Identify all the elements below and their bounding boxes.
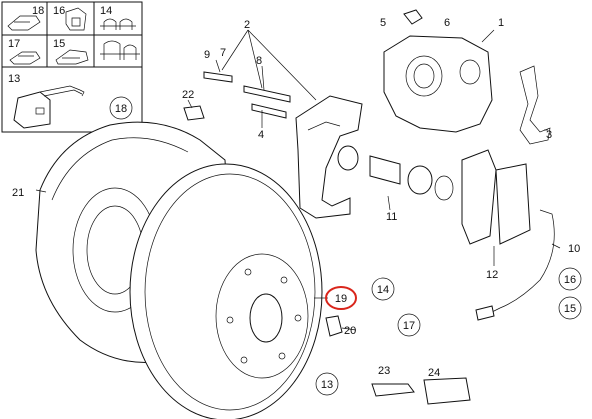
bolt-4-drawing (251, 103, 287, 119)
svg-text:15: 15 (564, 303, 576, 315)
clip-15-drawing (55, 49, 89, 65)
label-2: 2 (244, 19, 250, 31)
label-22: 22 (182, 89, 194, 101)
clip-17-drawing (9, 51, 41, 65)
clip-14b-drawing (100, 40, 140, 60)
svg-text:19: 19 (335, 293, 347, 305)
highlighted-label-19: 19 (325, 286, 357, 310)
label-7: 7 (220, 47, 226, 59)
clip-5-6-drawing (403, 9, 423, 25)
inset-label-14: 14 (100, 5, 112, 17)
bolt-22-drawing (183, 105, 205, 121)
wear-sensor-plug (475, 305, 495, 321)
circled-label-15: 15 (558, 296, 582, 320)
circled-label-14: 14 (371, 277, 395, 301)
guide-bolts (183, 71, 291, 121)
label-11: 11 (386, 211, 397, 223)
svg-text:18: 18 (115, 103, 127, 115)
label-20: 20 (344, 325, 356, 337)
label-1: 1 (498, 17, 504, 29)
brake-disc (129, 163, 323, 419)
inset-parts-box: 18 16 14 17 15 13 (1, 1, 143, 133)
pistons (337, 145, 454, 201)
leader-lines (35, 29, 561, 331)
circled-label-16: 16 (558, 267, 582, 291)
label-21: 21 (12, 187, 24, 199)
label-5: 5 (380, 17, 386, 29)
clip-16-drawing (65, 7, 87, 31)
brake-pads (461, 149, 531, 245)
grease-tube-23 (371, 383, 415, 397)
svg-text:17: 17 (403, 320, 415, 332)
inset-label-15: 15 (53, 38, 65, 50)
svg-text:14: 14 (377, 284, 389, 296)
label-8: 8 (256, 55, 262, 67)
caliper-carrier (295, 95, 363, 219)
inset-label-18: 18 (32, 5, 44, 17)
inset-label-13: 13 (8, 73, 20, 85)
svg-text:16: 16 (564, 274, 576, 286)
circled-label-13: 13 (315, 372, 339, 396)
wear-sensor-cable (487, 209, 555, 315)
label-24: 24 (428, 367, 440, 379)
clip-18-drawing (7, 15, 41, 31)
label-23: 23 (378, 365, 390, 377)
sensor-plug-drawing (13, 91, 51, 129)
svg-text:13: 13 (321, 379, 333, 391)
inset-label-17: 17 (8, 38, 20, 50)
label-3: 3 (546, 129, 552, 141)
bolt-8-drawing (243, 85, 291, 103)
highlight-ring (325, 286, 357, 310)
bolt-9-drawing (203, 71, 233, 83)
label-6: 6 (444, 17, 450, 29)
inset-label-16: 16 (53, 5, 65, 17)
anti-rattle-spring (519, 65, 551, 145)
label-9: 9 (204, 49, 210, 61)
bleeder-screw-drawing (325, 315, 343, 337)
caliper-housing (383, 35, 493, 133)
circled-label-18: 18 (109, 96, 133, 120)
circled-label-17: 17 (397, 313, 421, 337)
label-12: 12 (486, 269, 498, 281)
grease-pack-24 (423, 377, 471, 405)
label-4: 4 (258, 129, 264, 141)
label-10: 10 (568, 243, 580, 255)
clip-14-drawing (100, 18, 136, 30)
